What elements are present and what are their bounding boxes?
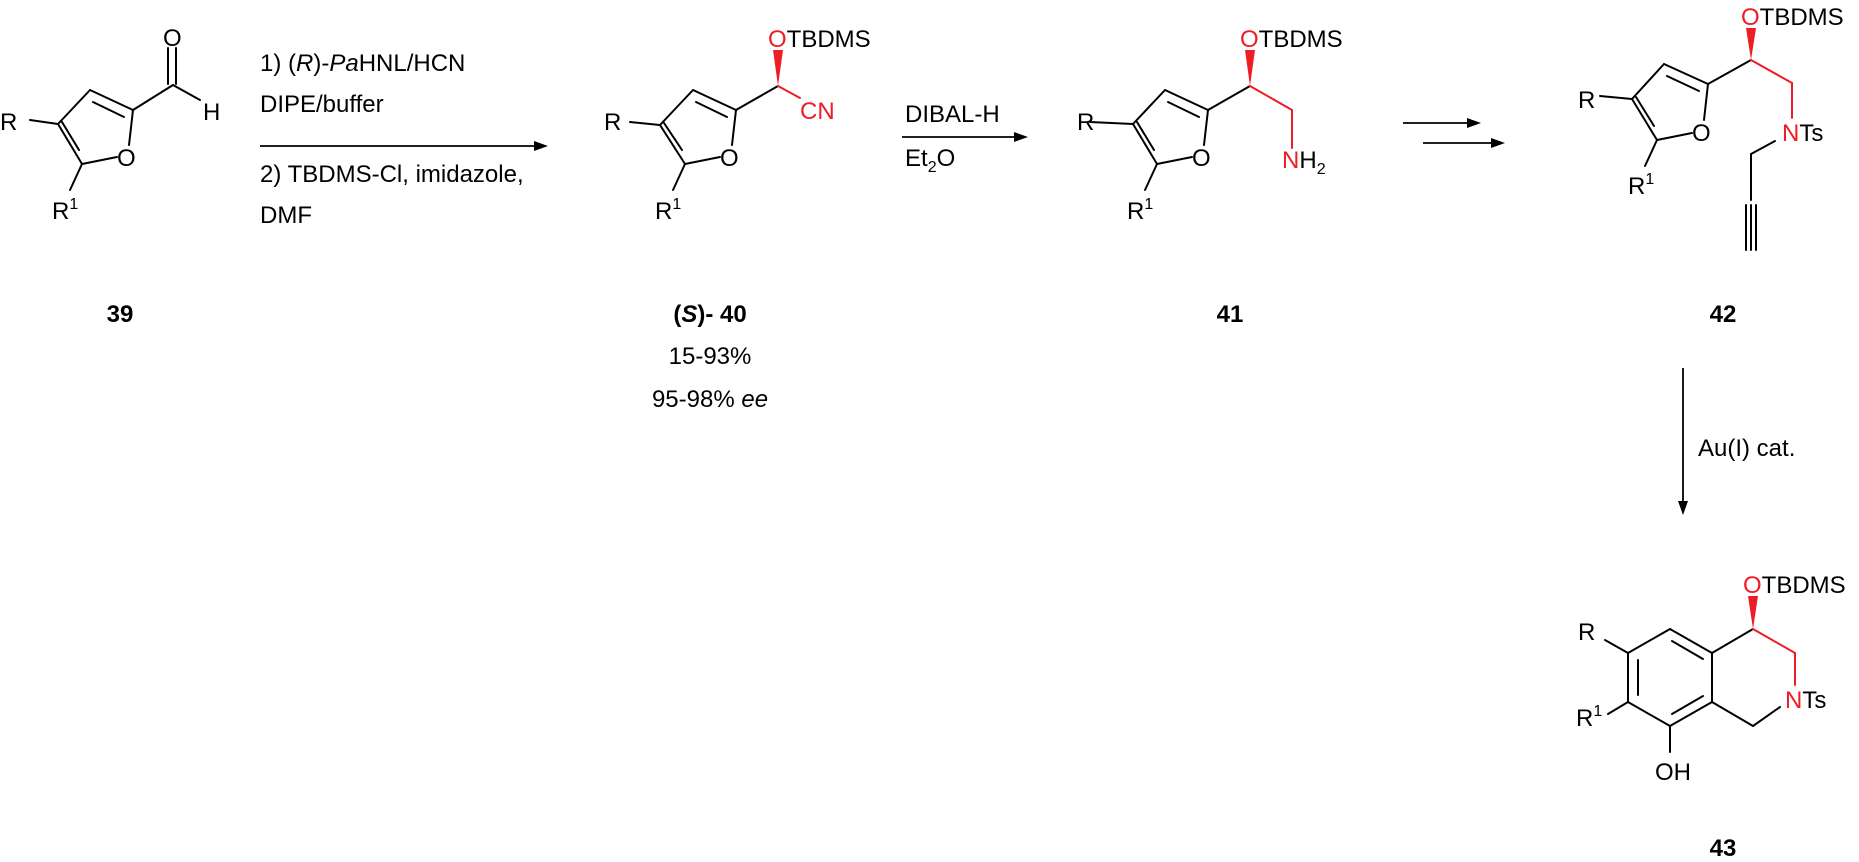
yield-40: 15-93% — [668, 343, 752, 370]
atom-R1: R1 — [1127, 196, 1153, 225]
compound-43-structure: R R1 OH OTBDMS NTs — [1576, 572, 1846, 786]
arrow-step-2 — [902, 132, 1028, 142]
atom-R: R — [1578, 87, 1595, 114]
atom-R1: R1 — [1628, 171, 1654, 200]
atom-R: R — [1578, 619, 1595, 646]
group-CN: CN — [800, 98, 835, 125]
atom-R: R — [604, 109, 621, 136]
compound-label-41: 41 — [1216, 301, 1244, 328]
compound-label-39: 39 — [106, 301, 134, 328]
atom-R1: R1 — [52, 196, 78, 225]
atom-H: H — [203, 99, 220, 126]
atom-O-ring: O — [720, 145, 739, 172]
step1-reagent-line3: 2) TBDMS-Cl, imidazole, — [260, 161, 524, 188]
step1-reagent-line4: DMF — [260, 202, 312, 229]
compound-41-structure: O R R1 OTBDMS NH2 — [1077, 26, 1343, 225]
atom-R: R — [0, 109, 17, 136]
compound-label-42: 42 — [1709, 301, 1737, 328]
atom-R: R — [1077, 109, 1094, 136]
step1-reagent-line1: 1) (R)-PaHNL/HCN — [260, 50, 466, 77]
group-OH: OH — [1655, 759, 1691, 786]
compound-39-structure: R O O H R1 — [0, 25, 220, 225]
compound-label-40: (S)- 40 — [673, 301, 747, 328]
step1-reagent-line2: DIPE/buffer — [260, 91, 384, 118]
atom-O-ring: O — [1692, 120, 1711, 147]
arrow-multistep — [1403, 118, 1505, 148]
atom-O-ring: O — [1192, 145, 1211, 172]
step2-reagent: DIBAL-H — [905, 101, 1000, 128]
group-OTBDMS: OTBDMS — [1743, 572, 1846, 599]
group-OTBDMS: OTBDMS — [1240, 26, 1343, 53]
group-NH2: NH2 — [1282, 147, 1326, 178]
step-au-catalyst: Au(I) cat. — [1698, 435, 1796, 462]
compound-label-43: 43 — [1709, 835, 1737, 862]
compound-40-structure: O R R1 OTBDMS CN — [604, 26, 871, 225]
atom-O-carbonyl: O — [163, 25, 182, 52]
arrow-step-1 — [260, 141, 548, 151]
group-NTs: NTs — [1785, 687, 1826, 714]
group-OTBDMS: OTBDMS — [1741, 4, 1844, 31]
atom-R1: R1 — [1576, 703, 1602, 732]
ee-40: 95-98% ee — [651, 386, 769, 413]
compound-42-structure: O R R1 OTBDMS NTs — [1578, 4, 1844, 251]
group-NTs: NTs — [1782, 120, 1823, 147]
atom-R1: R1 — [655, 196, 681, 225]
group-OTBDMS: OTBDMS — [768, 26, 871, 53]
atom-O-ring: O — [117, 145, 136, 172]
arrow-step-au — [1678, 368, 1688, 515]
step2-solvent: Et2O — [905, 145, 956, 176]
